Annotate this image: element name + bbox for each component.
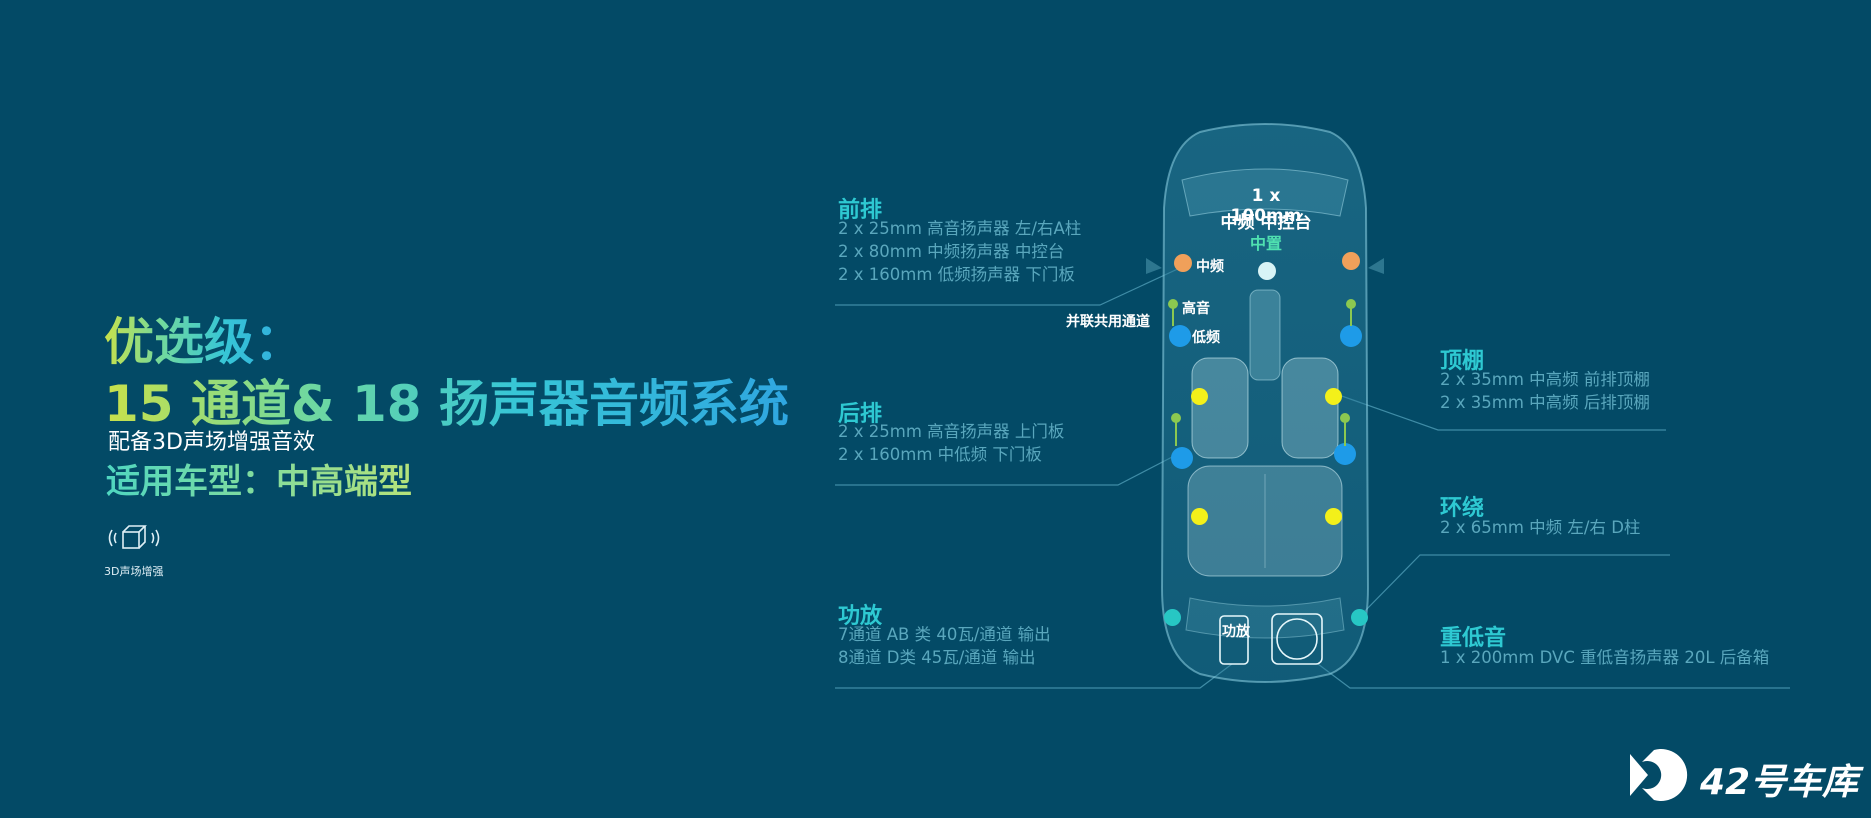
rear-woofer-left — [1171, 447, 1193, 469]
surround-speaker-right — [1351, 609, 1368, 626]
tweeter-markers — [1168, 299, 1356, 446]
section-rear-line: 2 x 160mm 中低频 下门板 — [838, 445, 1042, 464]
roof-speaker-front-left — [1191, 388, 1208, 405]
rear-woofer-right — [1334, 443, 1356, 465]
garage42-logo-icon — [1630, 749, 1688, 801]
section-roof-line: 2 x 35mm 中高频 前排顶棚 — [1440, 370, 1650, 389]
section-amp-line: 7通道 AB 类 40瓦/通道 输出 — [838, 625, 1051, 644]
section-surround-title: 环绕 — [1440, 496, 1485, 521]
amp-box-label: 功放 — [1222, 624, 1250, 640]
center-speaker-size: 1 x 100mm — [1230, 186, 1302, 226]
section-roof-line: 2 x 35mm 中高频 后排顶棚 — [1440, 393, 1650, 412]
headline-priority: 优选级： — [104, 302, 304, 374]
front-woofer-left — [1169, 325, 1191, 347]
section-sub-title: 重低音 — [1440, 626, 1507, 651]
callout-parallel-channel: 并联共用通道 — [1066, 314, 1150, 330]
center-speaker-dot — [1258, 262, 1276, 280]
3d-sound-label: 3D声场增强 — [104, 565, 164, 578]
surround-speaker-left — [1164, 609, 1181, 626]
roof-speaker-rear-left — [1191, 508, 1208, 525]
3d-sound-icon — [108, 525, 160, 549]
center-speaker-position: 中频 中控台 — [1220, 213, 1312, 233]
callout-mid: 中频 — [1196, 259, 1224, 275]
front-woofer-right — [1340, 325, 1362, 347]
front-mid-speaker-left — [1174, 254, 1192, 272]
headline-3d-subtitle: 配备3D声场增强音效 — [108, 430, 315, 455]
section-roof-title: 顶棚 — [1440, 349, 1485, 374]
section-surround-line: 2 x 65mm 中频 左/右 D柱 — [1440, 518, 1641, 537]
section-sub-line: 1 x 200mm DVC 重低音扬声器 20L 后备箱 — [1440, 648, 1770, 667]
center-speaker-name: 中置 — [1249, 234, 1282, 253]
headline-system: 15 通道& 18 扬声器音频系统 — [104, 364, 789, 436]
section-front-title: 前排 — [838, 198, 883, 223]
section-amp-line: 8通道 D类 45瓦/通道 输出 — [838, 648, 1036, 667]
section-front-line: 2 x 160mm 低频扬声器 下门板 — [838, 265, 1075, 284]
callout-woofer: 低频 — [1192, 330, 1220, 346]
section-front-line: 2 x 25mm 高音扬声器 左/右A柱 — [838, 219, 1082, 238]
callout-tweeter: 高音 — [1182, 301, 1210, 317]
roof-speaker-front-right — [1325, 388, 1342, 405]
front-mid-speaker-right — [1342, 252, 1360, 270]
garage42-logo-text: 42号车库 — [1700, 762, 1859, 803]
car-top-view — [1146, 123, 1384, 683]
section-amp-title: 功放 — [838, 604, 883, 629]
headline-applicable-models: 适用车型：中高端型 — [106, 454, 412, 503]
section-front-line: 2 x 80mm 中频扬声器 中控台 — [838, 242, 1065, 261]
roof-speaker-rear-right — [1325, 508, 1342, 525]
section-rear-line: 2 x 25mm 高音扬声器 上门板 — [838, 422, 1065, 441]
section-rear-title: 后排 — [838, 402, 883, 427]
